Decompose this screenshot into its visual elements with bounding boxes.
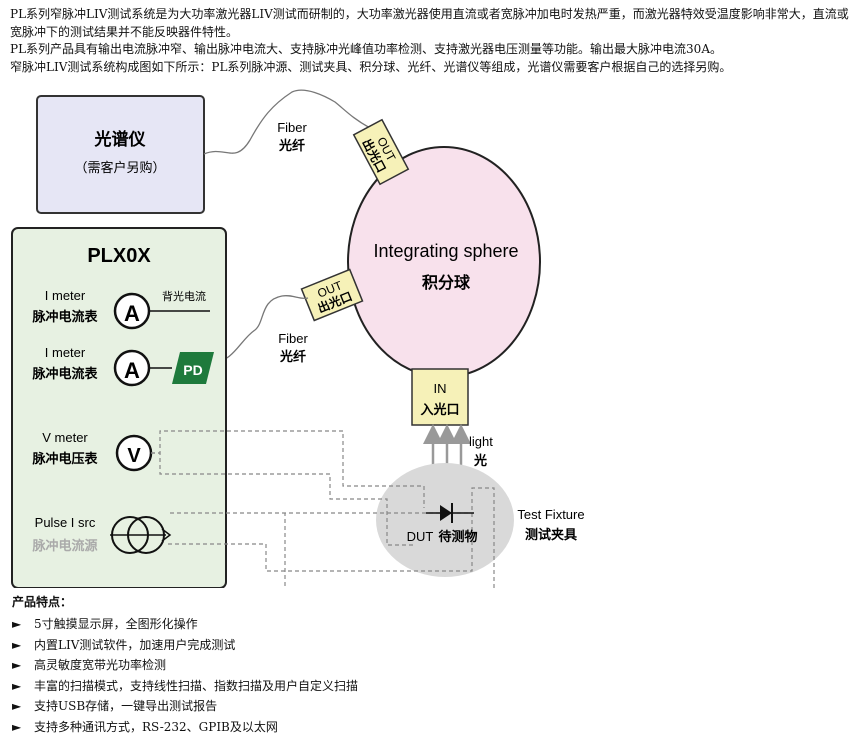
bullet-icon: ► xyxy=(12,637,22,652)
feature-text: 5寸触摸显示屏，全图形化操作 xyxy=(34,617,198,631)
bullet-icon: ► xyxy=(12,617,22,631)
fiber-top-label-en: Fiber xyxy=(277,120,307,135)
plx-instrument: PLX0X I meter 脉冲电流表 A 背光电流 I meter 脉冲电流表… xyxy=(11,227,227,588)
list-item: ► 丰富的扫描模式，支持线性扫描、指数扫描及用户自定义扫描 xyxy=(12,676,852,697)
light-label-en: light xyxy=(469,434,493,449)
list-item: ► 内置LIV测试软件，加速用户完成测试 xyxy=(12,635,852,656)
feature-text: 支持多种通讯方式，RS-232、GPIB及以太网 xyxy=(34,719,278,734)
dut-label-cn: 待测物 xyxy=(437,529,477,544)
ammeter-2-symbol: A xyxy=(124,358,140,383)
voltmeter-symbol: V xyxy=(127,445,141,467)
features-title: 产品特点： xyxy=(12,595,73,609)
feature-text: 丰富的扫描模式，支持线性扫描、指数扫描及用户自定义扫描 xyxy=(34,678,359,693)
bullet-icon: ► xyxy=(12,719,22,734)
in-port-en: IN xyxy=(434,381,447,396)
imeter2-label-en: I meter xyxy=(45,345,86,360)
features-list: ► 5寸触摸显示屏，全图形化操作 ► 内置LIV测试软件，加速用户完成测试 ► 高灵敏… xyxy=(12,614,852,738)
wiring xyxy=(151,430,495,588)
intro-paragraph-2: PL系列产品具有输出电流脉冲窄、输出脉冲电流大、支持脉冲光峰值功率检测、支持激光… xyxy=(10,42,722,56)
fiber-mid-label-cn: 光纤 xyxy=(279,349,306,364)
sphere-label-cn: 积分球 xyxy=(422,273,471,292)
pd-detector-icon xyxy=(172,352,214,384)
plx-title: PLX0X xyxy=(87,245,151,267)
current-source-icon xyxy=(110,516,172,554)
spectrometer-note: （需客户另购） xyxy=(74,160,165,175)
fiber-mid-label-en: Fiber xyxy=(278,331,308,346)
in-port: IN 入光口 xyxy=(411,368,469,426)
pulse-src-label-en: Pulse I src xyxy=(35,515,96,530)
list-item: ► 支持USB存储，一键导出测试报告 xyxy=(12,696,852,717)
sphere-label-en: Integrating sphere xyxy=(373,241,518,261)
imeter1-label-cn: 脉冲电流表 xyxy=(31,309,98,324)
intro-paragraph-3: 窄脉冲LIV测试系统构成图如下所示：PL系列脉冲源、测试夹具、积分球、光纤、光谱… xyxy=(10,59,732,74)
out-port-left: OUT 出光口 xyxy=(300,268,364,322)
backlight-current-label: 背光电流 xyxy=(162,289,206,303)
dut-label-en: DUT xyxy=(407,529,434,544)
fixture-label-en: Test Fixture xyxy=(517,507,584,522)
bullet-icon: ► xyxy=(12,699,22,714)
pulse-src-label-cn: 脉冲电流源 xyxy=(31,538,97,553)
list-item: ► 高灵敏度宽带光功率检测 xyxy=(12,655,852,676)
spectrometer-box: 光谱仪 （需客户另购） xyxy=(36,95,205,214)
feature-text: 内置LIV测试软件，加速用户完成测试 xyxy=(34,637,236,652)
vmeter-label-cn: 脉冲电压表 xyxy=(31,451,98,466)
test-fixture xyxy=(376,463,514,577)
system-diagram: 光谱仪 （需客户另购） Fiber 光纤 Integrating sphere … xyxy=(11,89,585,588)
fixture-label-cn: 测试夹具 xyxy=(525,527,577,542)
dut-diode-icon xyxy=(426,503,474,523)
list-item: ► 5寸触摸显示屏，全图形化操作 xyxy=(12,614,852,635)
in-port-cn: 入光口 xyxy=(420,402,459,417)
spectrometer-title: 光谱仪 xyxy=(94,129,147,149)
imeter1-label-en: I meter xyxy=(45,288,86,303)
list-item: ► 支持多种通讯方式，RS-232、GPIB及以太网 xyxy=(12,717,852,738)
imeter2-label-cn: 脉冲电流表 xyxy=(31,366,98,381)
fiber-mid-cable xyxy=(211,294,309,365)
fiber-top-cable xyxy=(203,89,371,155)
feature-text: 高灵敏度宽带光功率检测 xyxy=(34,658,167,673)
vmeter-label-en: V meter xyxy=(42,430,88,445)
integrating-sphere: Integrating sphere 积分球 xyxy=(347,146,541,378)
bullet-icon: ► xyxy=(12,658,22,673)
bullet-icon: ► xyxy=(12,678,22,693)
features-section: 产品特点： ► 5寸触摸显示屏，全图形化操作 ► 内置LIV测试软件，加速用户完成测… xyxy=(12,593,852,738)
intro-text: PL系列窄脉冲LIV测试系统是为大功率激光器LIV测试而研制的，大功率激光器使用… xyxy=(10,6,856,76)
feature-text: 支持USB存储，一键导出测试报告 xyxy=(34,699,218,714)
intro-paragraph-1: PL系列窄脉冲LIV测试系统是为大功率激光器LIV测试而研制的，大功率激光器使用… xyxy=(10,7,849,39)
ammeter-1-symbol: A xyxy=(124,301,140,326)
light-label-cn: 光 xyxy=(473,453,487,468)
pd-label: PD xyxy=(183,362,202,378)
fiber-top-label-cn: 光纤 xyxy=(278,138,305,153)
